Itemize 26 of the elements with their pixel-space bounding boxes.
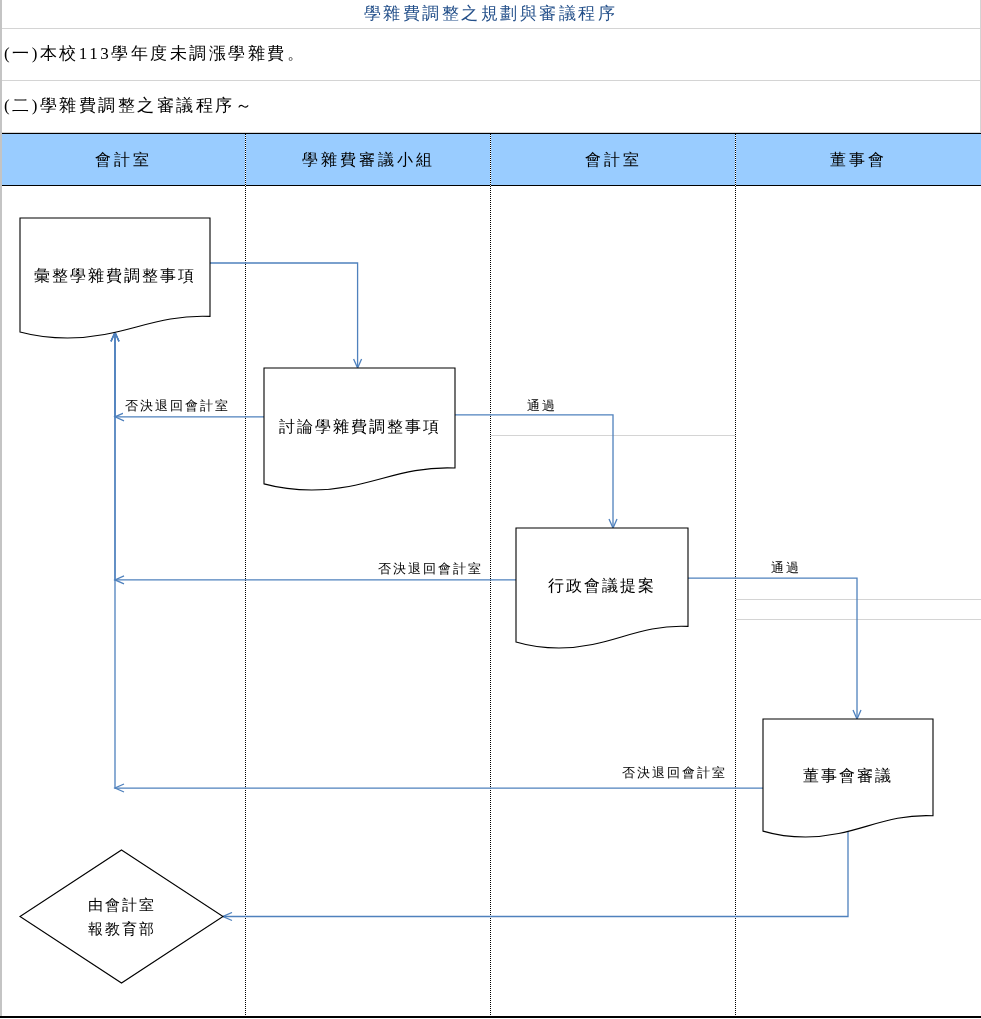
connector-arrow <box>209 262 363 369</box>
node-text: 董事會審議 <box>803 765 893 786</box>
swimlane <box>0 133 245 1017</box>
lane-header: 會計室 <box>2 133 245 186</box>
connector-arrow <box>687 577 862 720</box>
node-text: 彙整學雜費調整事項 <box>34 265 196 286</box>
lane-header: 會計室 <box>491 133 735 186</box>
page-title: 學雜費調整之規劃與審議程序 <box>363 3 618 26</box>
decision-diamond <box>20 850 223 983</box>
swimlane <box>245 133 490 1017</box>
lane-header: 董事會 <box>736 133 981 186</box>
document-shape <box>516 528 688 648</box>
connector-arrow <box>222 830 849 922</box>
swimlane <box>490 133 735 1017</box>
document-shape <box>264 368 455 490</box>
swimlane <box>735 133 981 1017</box>
node-text: 由會計室報教育部 <box>86 895 157 939</box>
document-shape <box>763 719 933 837</box>
note-text: (二)學雜費調整之審議程序～ <box>4 95 255 118</box>
connector-arrow <box>454 414 618 529</box>
node-text: 討論學雜費調整事項 <box>278 416 441 437</box>
lane-header: 學雜費審議小組 <box>246 133 490 186</box>
document-shape <box>20 218 210 338</box>
node-text: 行政會議提案 <box>548 575 656 596</box>
connector-arrow <box>110 331 764 793</box>
note-text: (一)本校113學年度未調漲學雜費。 <box>4 43 307 66</box>
